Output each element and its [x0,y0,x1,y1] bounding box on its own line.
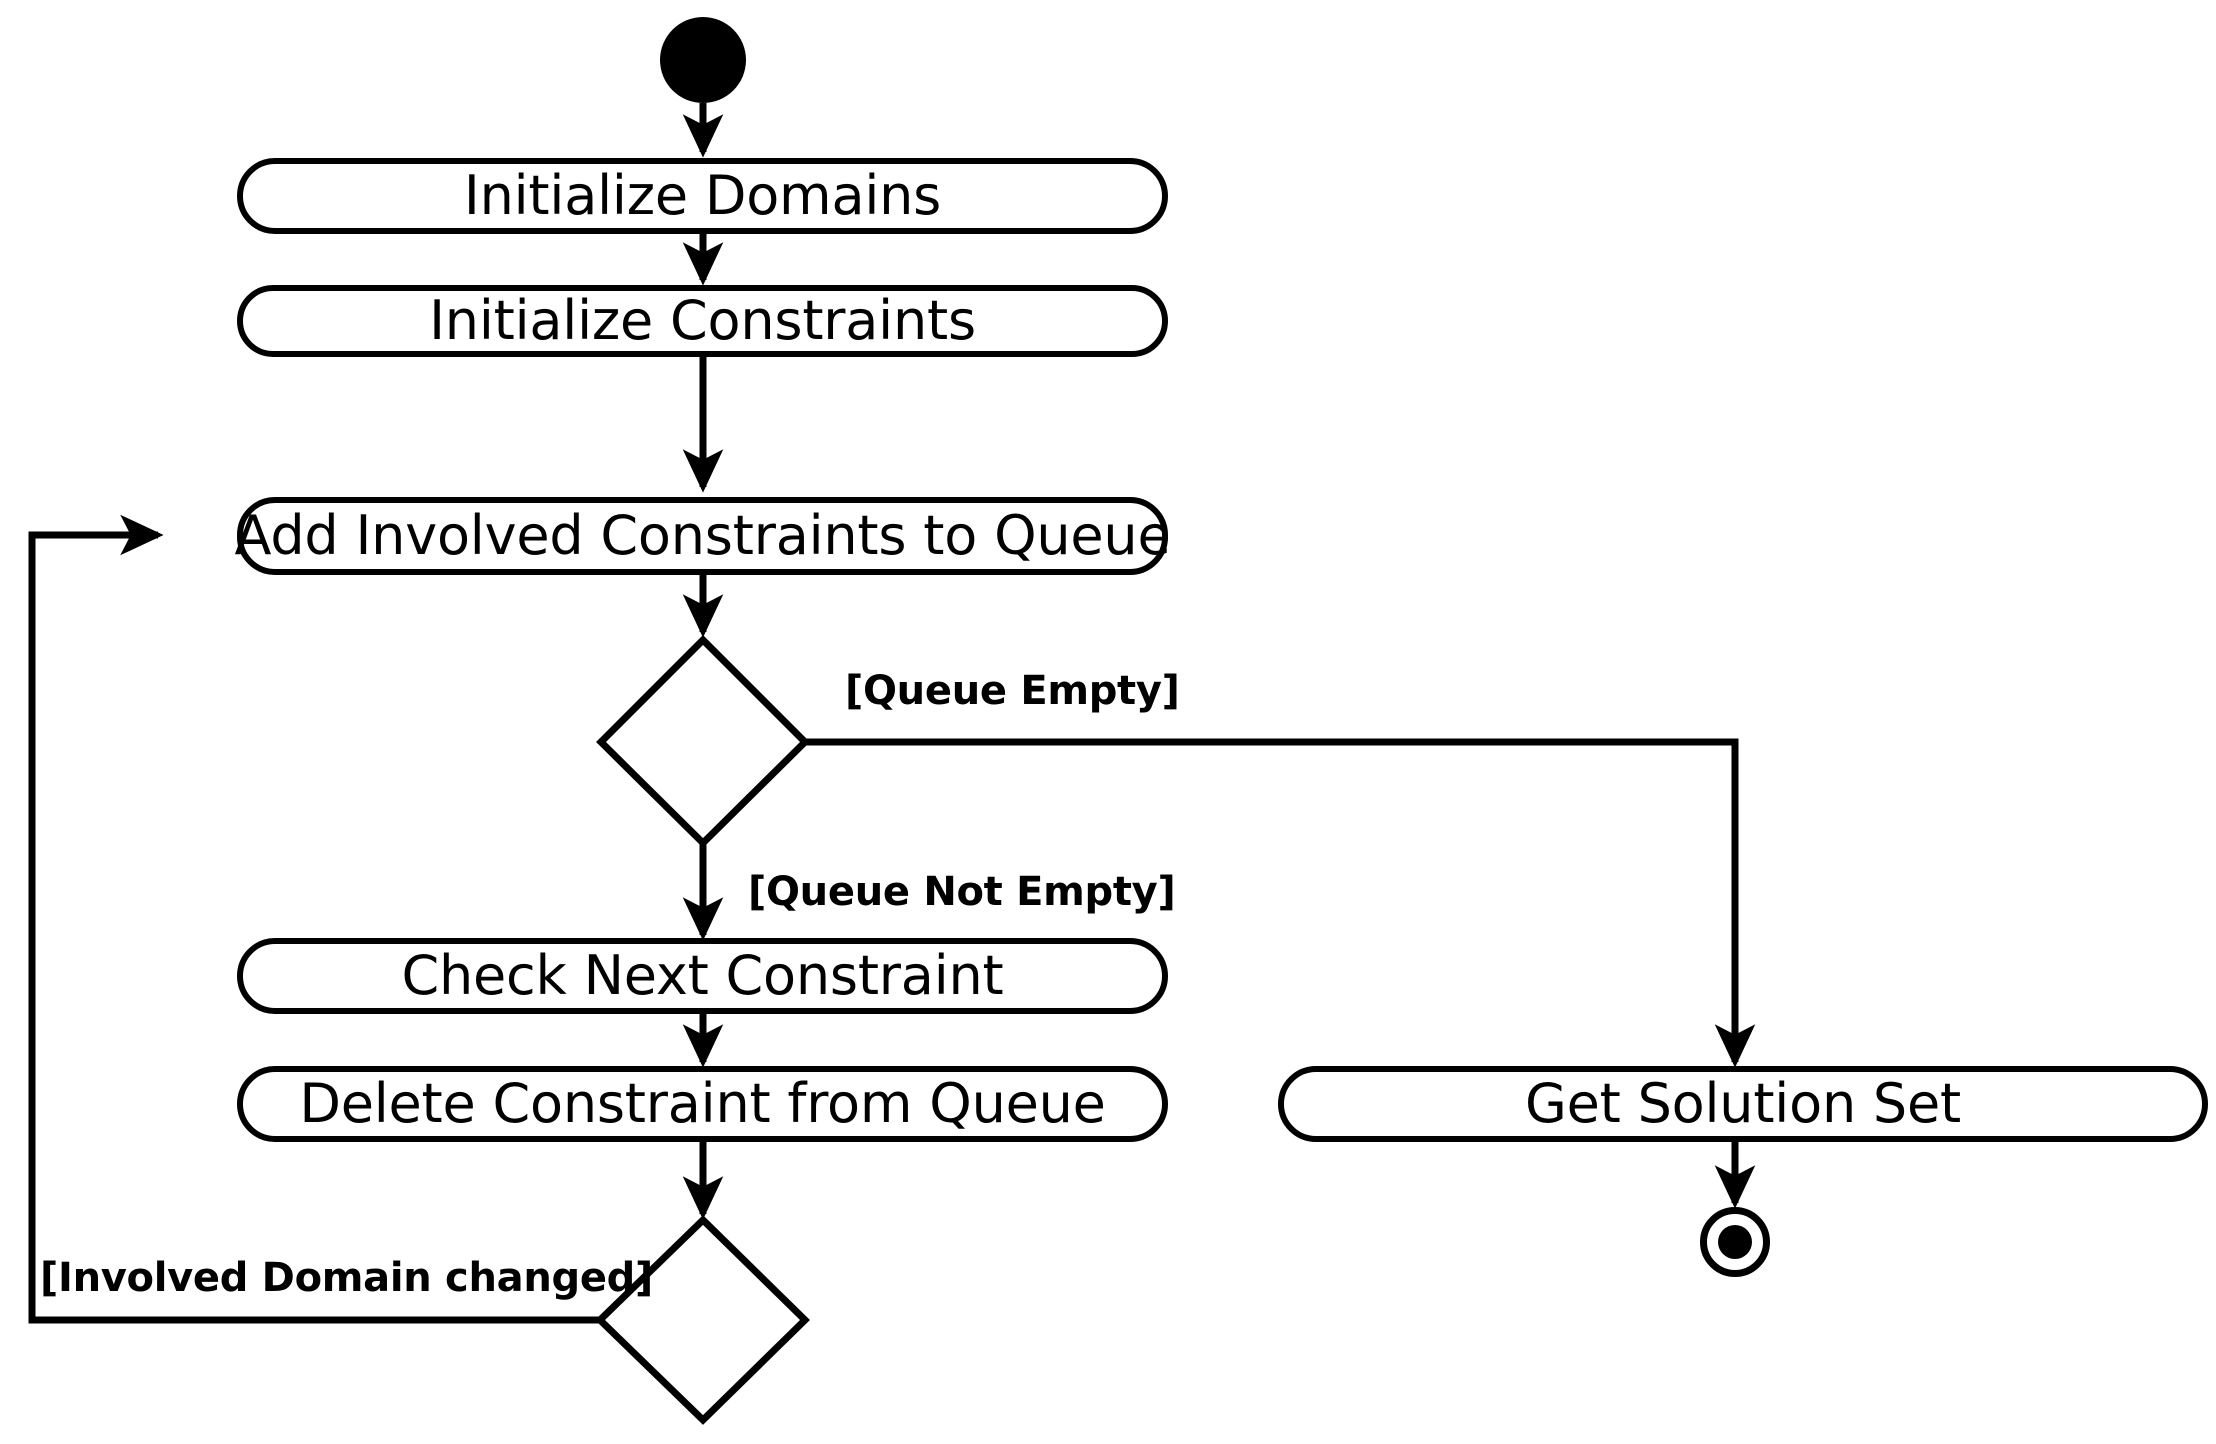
action-label-delete-constraint-from-queue: Delete Constraint from Queue [299,1072,1106,1135]
action-node-add-involved-constraints-to-queue[interactable]: Add Involved Constraints to Queue [234,497,1171,575]
flow-decision2-loop-back-to-add-queue [28,514,600,1324]
guard-label-queue-not-empty: [Queue Not Empty] [748,869,1176,915]
action-node-delete-constraint-from-queue[interactable]: Delete Constraint from Queue [237,1066,1168,1142]
action-label-add-involved-constraints-to-queue: Add Involved Constraints to Queue [234,504,1171,567]
action-label-check-next-constraint: Check Next Constraint [401,944,1004,1007]
action-label-get-solution-set: Get Solution Set [1524,1072,1962,1135]
guard-label-involved-domain-changed: [Involved Domain changed] [40,1255,653,1301]
flow-decision1-to-get-solution-set [805,738,1756,1068]
action-label-initialize-constraints: Initialize Constraints [429,289,976,352]
action-label-initialize-domains: Initialize Domains [463,164,942,227]
final-node-inner-dot [1718,1225,1752,1259]
final-node [1700,1207,1770,1277]
action-node-initialize-domains[interactable]: Initialize Domains [237,158,1168,234]
action-node-get-solution-set[interactable]: Get Solution Set [1278,1066,2208,1142]
decision-node-queue-check [596,635,810,848]
action-node-initialize-constraints[interactable]: Initialize Constraints [237,285,1168,357]
decision-node-domain-changed [594,1215,810,1425]
action-node-check-next-constraint[interactable]: Check Next Constraint [237,938,1168,1014]
initial-node [660,17,746,103]
guard-label-queue-empty: [Queue Empty] [845,668,1180,714]
